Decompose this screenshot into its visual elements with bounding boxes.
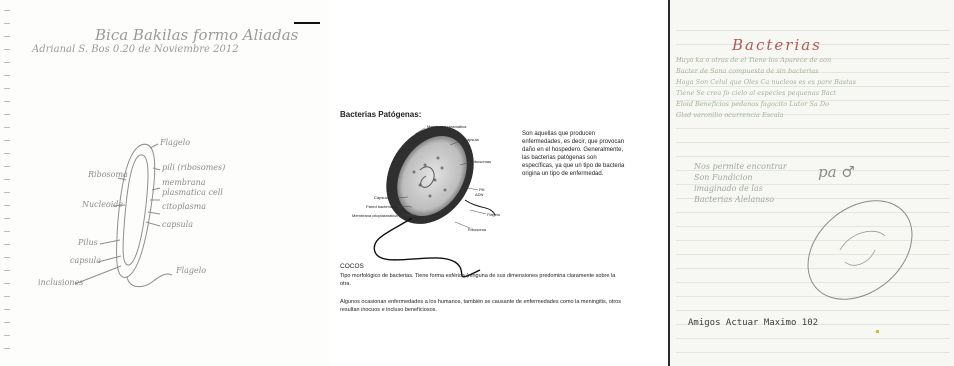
label-citoplasma: citoplasma [162,202,206,211]
flagellum-line [127,274,172,287]
middle-page: Bacterias Patógenas: [330,0,660,366]
cocos-heading: COCOS [340,263,364,270]
diagram-label-7: Pared bacteriana [366,204,396,209]
right-page: Bacterias Huyo ka o otras de el Tiene lo… [668,0,954,366]
label-capsula: capsula [162,220,193,229]
label-flagelo-bottom: Flagelo [176,266,206,275]
label-inclusiones: inclusiones [38,278,83,287]
diagram-label-8: Membrana citoplasmática [352,213,398,218]
left-page: Bica Bakilas formo Aliadas Adrianal S. B… [0,0,330,366]
diagram-label-6: Cápsula [374,195,389,200]
label-capsula-left: capsula [70,256,101,265]
label-flagelo: Flagelo [160,138,190,147]
ink-dot [876,330,879,333]
label-plasmatica: plasmatica cell [162,188,223,197]
pathogen-paragraph: Son aquellas que producen enfermedades, … [522,130,626,178]
diagram-label-1: Membrana plasmática [427,124,466,129]
cell-body [369,110,492,241]
diagram-label-10: Ribosoma [468,227,486,232]
cocos-text-2: Algunos ocasionan enfermedades a los hum… [340,298,622,314]
flagellum [374,218,480,277]
label-pili: pili (ribosomes) [162,163,225,172]
oval-cell-sketch [670,0,954,366]
diagram-label-2: Cápsula [464,137,479,142]
label-nucleoide: Nucleoide [82,200,123,209]
diagram-label-3: Ribosomas [471,159,491,164]
diagram-label-9: Flagelo [487,212,500,217]
label-pilus: Pilus [78,238,98,247]
diagram-label-5: ADN [475,192,483,197]
signature: Amigos Actuar Maximo 102 [688,318,818,328]
cocos-text-1: Tipo morfológico de bacterias. Tiene for… [340,272,622,288]
label-ribosoma: Ribosoma [88,170,128,179]
label-membrana: membrana [162,178,206,187]
